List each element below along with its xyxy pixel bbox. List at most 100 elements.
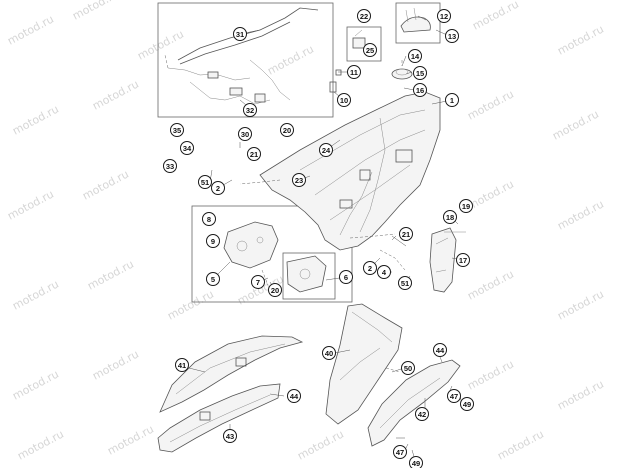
callout-label: 25 [366,46,374,55]
callout-11: 11 [347,65,361,79]
watermark-text: motod.ru [550,107,601,142]
callout-label: 44 [290,392,299,401]
callout-label: 43 [226,432,234,441]
watermark-text: motod.ru [470,0,521,33]
callout-circle [415,407,429,421]
side-panel-17-drawing [429,227,466,293]
callout-label: 24 [322,146,331,155]
callout-6: 6 [339,270,353,284]
callout-13: 13 [445,29,459,43]
callout-50: 50 [401,361,415,375]
inset-box-sub-bracket [282,252,336,300]
watermark-text: motod.ru [165,287,216,322]
callout-circle [223,429,237,443]
callout-label: 16 [416,86,424,95]
bracket-drawing [223,221,327,293]
callout-circle [180,141,194,155]
callout-circle [238,127,252,141]
callout-40: 40 [322,346,336,360]
callout-circle [456,253,470,267]
callout-circle [357,9,371,23]
watermark-text: motod.ru [465,357,516,392]
callout-label: 9 [211,237,215,246]
callout-circle [460,397,474,411]
callout-label: 41 [178,361,186,370]
callout-circle [175,358,189,372]
watermark-text: motod.ru [90,77,141,112]
callout-circle [287,389,301,403]
callout-25: 25 [363,43,377,57]
callout-41: 41 [175,358,189,372]
callout-31: 31 [233,27,247,41]
callout-label: 21 [250,150,258,159]
callout-circle [408,49,422,63]
part-14-15-drawing [391,60,413,80]
watermark-layer: motod.ru motod.ru motod.ru motod.ru motod.ru… [5,0,606,463]
callout-label: 30 [241,130,249,139]
callout-label: 8 [207,215,211,224]
callout-circle [398,276,412,290]
callout-circle [337,93,351,107]
callout-44: 44 [433,343,447,357]
callout-20: 20 [280,123,294,137]
part-22-drawing [352,29,366,49]
callout-circle [206,272,220,286]
callout-circle [413,66,427,80]
callout-circle [413,83,427,97]
callout-label: 10 [340,96,348,105]
inset-box-top [157,2,334,118]
callout-34: 34 [180,141,194,155]
callout-51: 51 [398,276,412,290]
callout-label: 20 [271,286,279,295]
callout-35: 35 [170,123,184,137]
callout-circle [447,389,461,403]
watermark-text: motod.ru [465,87,516,122]
callout-label: 12 [440,12,448,21]
callout-label: 14 [411,52,420,61]
callout-circle [339,270,353,284]
callout-label: 15 [416,69,424,78]
callout-12: 12 [437,9,451,23]
callout-label: 20 [283,126,291,135]
callout-circle [377,265,391,279]
callout-circle [445,29,459,43]
callout-label: 51 [401,279,409,288]
callout-label: 47 [396,448,404,457]
watermark-text: motod.ru [555,22,606,57]
callout-label: 40 [325,349,333,358]
callout-label: 22 [360,12,368,21]
callout-circle [206,234,220,248]
callout-21: 21 [247,147,261,161]
callout-label: 34 [183,144,192,153]
callout-label: 31 [236,30,244,39]
callout-20: 20 [268,283,282,297]
callout-label: 18 [446,213,454,222]
callout-19: 19 [459,199,473,213]
callout-8: 8 [202,212,216,226]
watermark-text: motod.ru [555,287,606,322]
callout-21: 21 [399,227,413,241]
callout-1: 1 [445,93,459,107]
callout-circle [280,123,294,137]
callout-circle [347,65,361,79]
callout-label: 7 [256,278,260,287]
callout-label: 11 [350,68,358,77]
watermark-text: motod.ru [90,347,141,382]
callout-label: 50 [404,364,412,373]
callout-circle [409,456,423,468]
watermark-text: motod.ru [465,177,516,212]
watermark-text: motod.ru [105,422,156,457]
callout-label: 49 [412,459,420,468]
callout-43: 43 [223,429,237,443]
callout-circle [211,181,225,195]
callout-label: 42 [418,410,426,419]
callout-10: 10 [337,93,351,107]
callout-circle [163,159,177,173]
callout-circle [319,143,333,157]
callout-24: 24 [319,143,333,157]
frame-drawing [239,91,441,271]
callout-5: 5 [206,272,220,286]
callout-42: 42 [415,407,429,421]
watermark-text: motod.ru [10,102,61,137]
callout-14: 14 [408,49,422,63]
